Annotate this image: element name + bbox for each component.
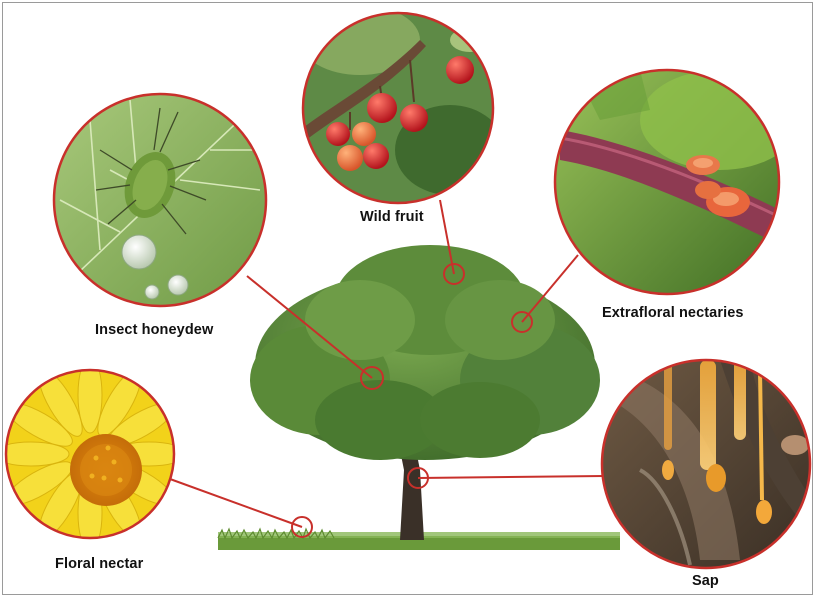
label-sap: Sap (692, 573, 719, 589)
photo-insect-honeydew (50, 90, 270, 310)
connector-sap (418, 476, 604, 478)
photo-extrafloral-nectaries (550, 65, 800, 300)
label-floral-nectar: Floral nectar (55, 556, 143, 572)
label-wild-fruit: Wild fruit (360, 209, 424, 225)
label-extrafloral-nectaries: Extrafloral nectaries (602, 305, 744, 321)
photo-wild-fruit (300, 5, 505, 210)
label-insect-honeydew: Insect honeydew (95, 322, 213, 338)
tree (250, 245, 600, 540)
connector-floral-nectar (170, 479, 302, 527)
photo-floral-nectar (0, 357, 187, 551)
